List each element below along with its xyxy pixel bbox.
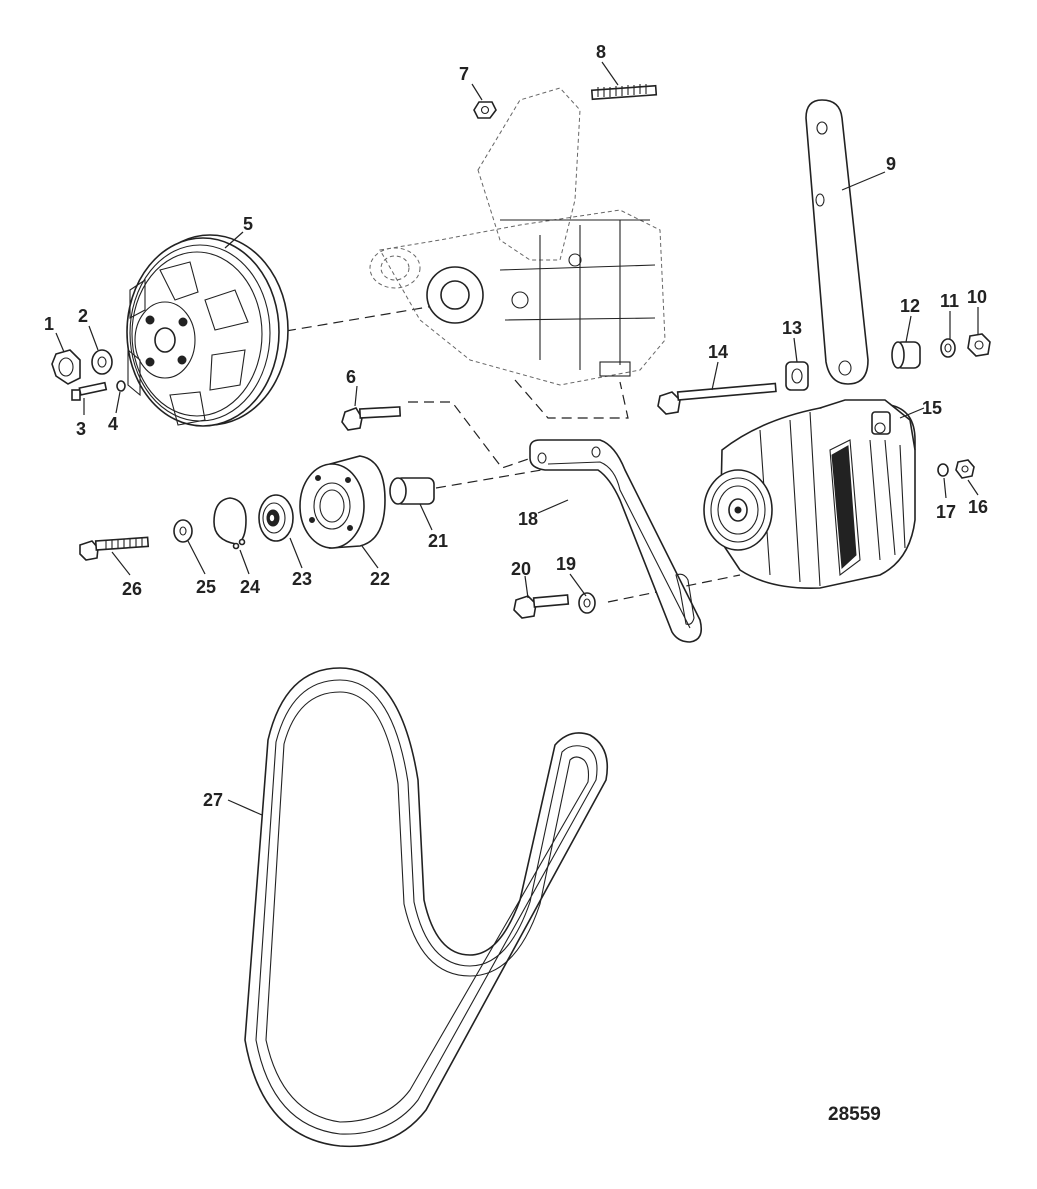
nut-16: [955, 459, 975, 479]
callout-9: 9: [886, 154, 896, 174]
callout-21: 21: [428, 531, 448, 551]
callout-25: 25: [196, 577, 216, 597]
washer-4: [116, 380, 126, 392]
nut-10: [967, 333, 991, 357]
bracket-18: [529, 439, 703, 643]
callout-13: 13: [782, 318, 802, 338]
snap-ring-24: [213, 497, 247, 550]
callout-7: 7: [459, 64, 469, 84]
callout-labels: 1 2 3 4 5 6 7 8 9 10 11 12 13 14 15 16 1…: [44, 42, 988, 810]
callout-27: 27: [203, 790, 223, 810]
spacer-13: [785, 361, 809, 391]
spacer-21: [389, 477, 435, 505]
power-steering-pump: [369, 87, 666, 386]
washer-11: [940, 338, 956, 358]
callout-19: 19: [556, 554, 576, 574]
brace-9: [805, 99, 869, 385]
callout-23: 23: [292, 569, 312, 589]
callout-15: 15: [922, 398, 942, 418]
stud-8: [590, 84, 658, 101]
bearing-23: [258, 494, 294, 542]
callout-2: 2: [78, 306, 88, 326]
callout-6: 6: [346, 367, 356, 387]
callout-14: 14: [708, 342, 728, 362]
bolt-26: [79, 536, 150, 561]
washer-2: [91, 349, 113, 375]
bolt-14: [657, 382, 777, 415]
callout-20: 20: [511, 559, 531, 579]
washer-17: [937, 463, 949, 477]
spacer-12: [891, 341, 921, 369]
bolt-6: [341, 406, 402, 431]
callout-24: 24: [240, 577, 260, 597]
callout-5: 5: [243, 214, 253, 234]
callout-8: 8: [596, 42, 606, 62]
callout-16: 16: [968, 497, 988, 517]
serpentine-belt-27: [244, 667, 609, 1148]
callout-22: 22: [370, 569, 390, 589]
screw-3: [71, 381, 108, 401]
washer-25: [173, 519, 193, 543]
alternator-15: [703, 399, 916, 589]
assembly-lines: [285, 304, 741, 603]
callout-12: 12: [900, 296, 920, 316]
callout-1: 1: [44, 314, 54, 334]
pulley-5: [126, 234, 289, 427]
idler-pulley-22: [299, 455, 386, 549]
callout-11: 11: [940, 291, 959, 311]
washer-19: [578, 592, 596, 614]
callout-18: 18: [518, 509, 538, 529]
callout-10: 10: [967, 287, 987, 307]
callout-17: 17: [936, 502, 956, 522]
figure-number: 28559: [828, 1104, 881, 1125]
nut-7: [473, 101, 497, 119]
callout-4: 4: [108, 414, 118, 434]
callout-26: 26: [122, 579, 142, 599]
nut-1: [51, 349, 81, 385]
callout-3: 3: [76, 419, 86, 439]
bolt-20: [513, 594, 570, 619]
leader-lines: [55, 61, 979, 816]
